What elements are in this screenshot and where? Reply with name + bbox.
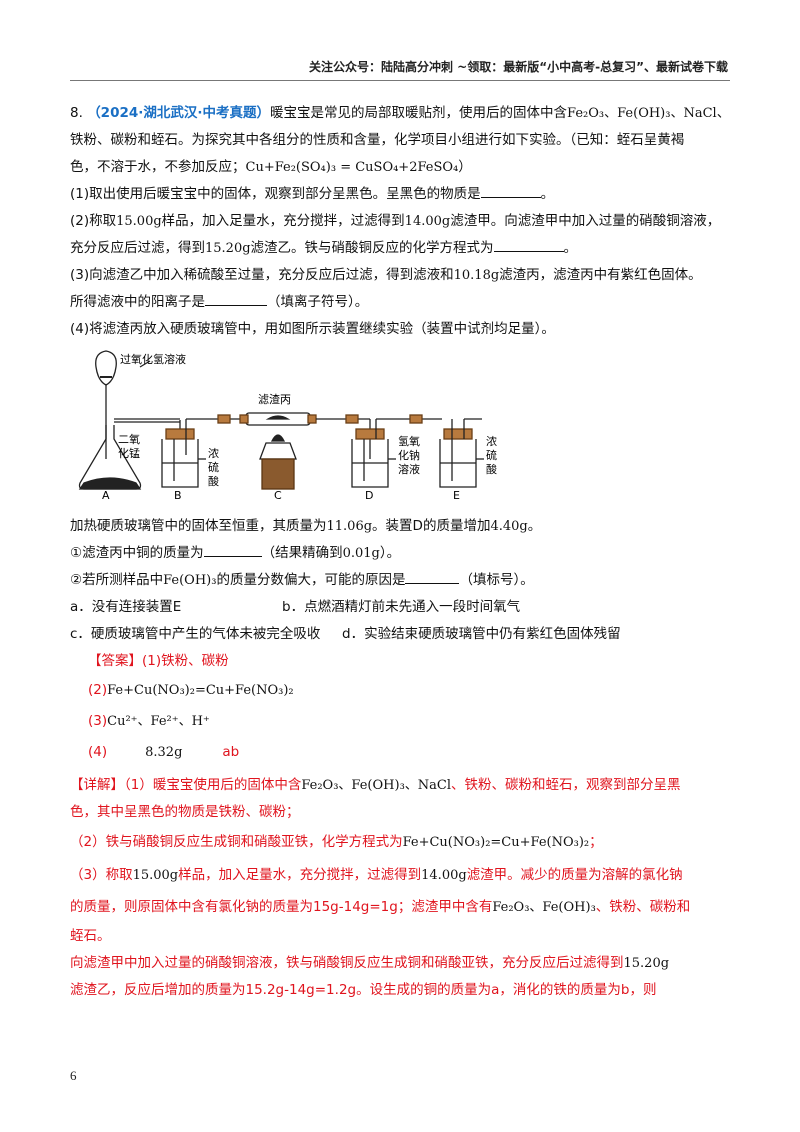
part-2: (2)称取15.00g样品，加入足量水，充分搅拌，过滤得到14.00g滤渣甲。向… — [70, 213, 721, 229]
detail-tag: 【详解】 — [70, 777, 124, 793]
answer-tag: 【答案】 — [88, 653, 142, 669]
svg-text:溶液: 溶液 — [398, 462, 420, 476]
question-number: 8. — [70, 105, 83, 121]
options-row-2: c．硬质玻璃管中产生的气体未被完全吸收 d．实验结束硬质玻璃管中仍有紫红色固体残留 — [70, 621, 738, 648]
option-d: d．实验结束硬质玻璃管中仍有紫红色固体残留 — [342, 626, 621, 642]
page-header: 关注公众号：陆陆高分冲刺 ~领取：最新版“小中高考-总复习”、最新试卷下载 — [309, 60, 728, 74]
svg-text:氢氧: 氢氧 — [398, 434, 420, 448]
question-content: 8. （2024·湖北武汉·中考真题）暖宝宝是常见的局部取暖贴剂，使用后的固体中… — [70, 100, 738, 1004]
options-row-1: a．没有连接装置E b．点燃酒精灯前未先通入一段时间氧气 — [70, 594, 738, 621]
part-5: 加热硬质玻璃管中的固体至恒重，其质量为11.06g。装置D的质量增加4.40g。 — [70, 518, 542, 534]
svg-text:酸: 酸 — [208, 474, 219, 488]
letter-d: D — [365, 489, 373, 499]
header-divider — [70, 80, 730, 81]
letter-c: C — [274, 489, 282, 499]
separatory-funnel — [95, 350, 117, 386]
letter-e: E — [453, 489, 460, 499]
part-3: (3)向滤渣乙中加入稀硫酸至过量，充分反应后过滤，得到滤液和10.18g滤渣丙，… — [70, 267, 702, 283]
part-4: (4)将滤渣丙放入硬质玻璃管中，用如图所示装置继续实验（装置中试剂均足量）。 — [70, 321, 555, 337]
label-residue: 滤渣丙 — [258, 392, 291, 406]
answer-block: 【答案】(1)铁粉、碳粉 (2)Fe+Cu(NO₃)₂=Cu+Fe(NO₃)₂ … — [88, 653, 294, 760]
answer-blank — [493, 236, 564, 252]
answer-blank — [480, 182, 541, 198]
letter-a: A — [102, 489, 110, 499]
svg-text:酸: 酸 — [486, 462, 497, 476]
svg-text:浓: 浓 — [486, 435, 497, 448]
formula: Fe₂O₃、Fe(OH)₃、NaCl — [567, 106, 717, 121]
letter-b: B — [174, 489, 182, 499]
option-c: c．硬质玻璃管中产生的气体未被完全吸收 — [70, 626, 321, 642]
answer-blank — [405, 568, 460, 584]
answer-blank — [205, 290, 267, 306]
svg-text:化锰: 化锰 — [118, 446, 140, 460]
answer-blank — [203, 541, 262, 557]
question-intro: 8. （2024·湖北武汉·中考真题）暖宝宝是常见的局部取暖贴剂，使用后的固体中… — [70, 105, 731, 121]
question-source: （2024·湖北武汉·中考真题） — [87, 105, 271, 121]
known-reaction: Cu+Fe₂(SO₄)₃ = CuSO₄+2FeSO₄ — [245, 160, 459, 175]
part-1: (1)取出使用后暖宝宝中的固体，观察到部分呈黑色。呈黑色的物质是。 — [70, 181, 738, 208]
page-number: 6 — [70, 1068, 77, 1083]
option-a: a．没有连接装置E — [70, 599, 182, 615]
label-hydrogen-peroxide: 过氧化氢溶液 — [120, 352, 186, 366]
svg-text:二氧: 二氧 — [118, 432, 140, 446]
svg-text:浓: 浓 — [208, 447, 219, 460]
sub-question-2: ②若所测样品中Fe(OH)₃的质量分数偏大，可能的原因是（填标号）。 — [70, 567, 738, 594]
svg-text:硫: 硫 — [486, 448, 497, 462]
sub-question-1: ①滤渣丙中铜的质量为（结果精确到0.01g）。 — [70, 540, 738, 567]
option-b: b．点燃酒精灯前未先通入一段时间氧气 — [282, 599, 521, 615]
svg-text:硫: 硫 — [208, 460, 219, 474]
detail-block: 【详解】（1）暖宝宝使用后的固体中含Fe₂O₃、Fe(OH)₃、NaCl、铁粉、… — [70, 777, 691, 998]
svg-text:化钠: 化钠 — [398, 448, 420, 462]
apparatus-diagram: 过氧化氢溶液 二氧 化锰 滤渣丙 浓 硫 酸 氢氧 化钠 溶液 浓 硫 酸 A … — [78, 350, 497, 502]
